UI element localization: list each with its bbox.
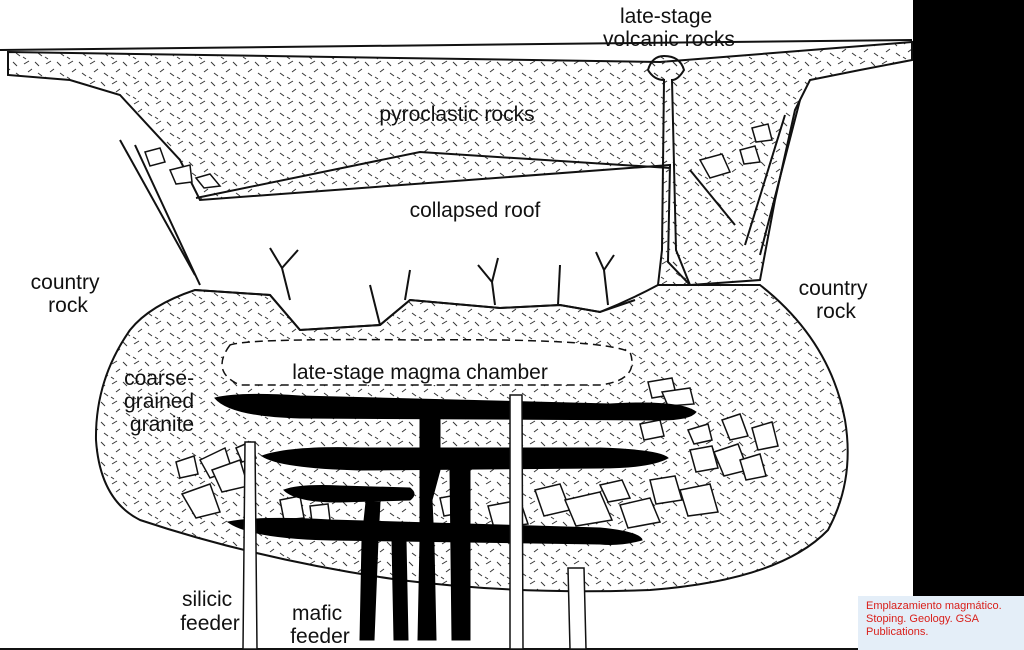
collapsed-roof-spikes xyxy=(194,247,636,332)
label-coarse-grained-granite: coarse- grained granite xyxy=(124,367,200,436)
label-country-rock-right: country rock xyxy=(799,277,874,323)
pyroclastic-fragments xyxy=(144,123,773,189)
pyroclastic-layer xyxy=(7,40,913,287)
label-magma-chamber: late-stage magma chamber xyxy=(292,361,548,384)
volcanic-vent xyxy=(646,54,692,286)
source-caption: Emplazamiento magmático. Stoping. Geolog… xyxy=(858,596,1024,650)
label-country-rock-left: country rock xyxy=(31,271,106,317)
label-collapsed-roof: collapsed roof xyxy=(410,199,541,222)
country-rock xyxy=(0,39,913,650)
label-silicic-feeder: silicic feeder xyxy=(180,588,240,635)
label-late-stage-volcanic: late-stage volcanic rocks xyxy=(603,5,735,51)
side-black-bar xyxy=(913,0,1024,650)
mafic-intrusions xyxy=(214,393,697,641)
late-stage-magma-chamber xyxy=(221,338,633,386)
stoped-blocks xyxy=(175,377,779,529)
label-mafic-feeder: mafic feeder xyxy=(290,602,350,648)
label-pyroclastic-rocks: pyroclastic rocks xyxy=(379,103,534,126)
silicic-feeders xyxy=(242,394,587,650)
ring-faults xyxy=(119,99,801,286)
